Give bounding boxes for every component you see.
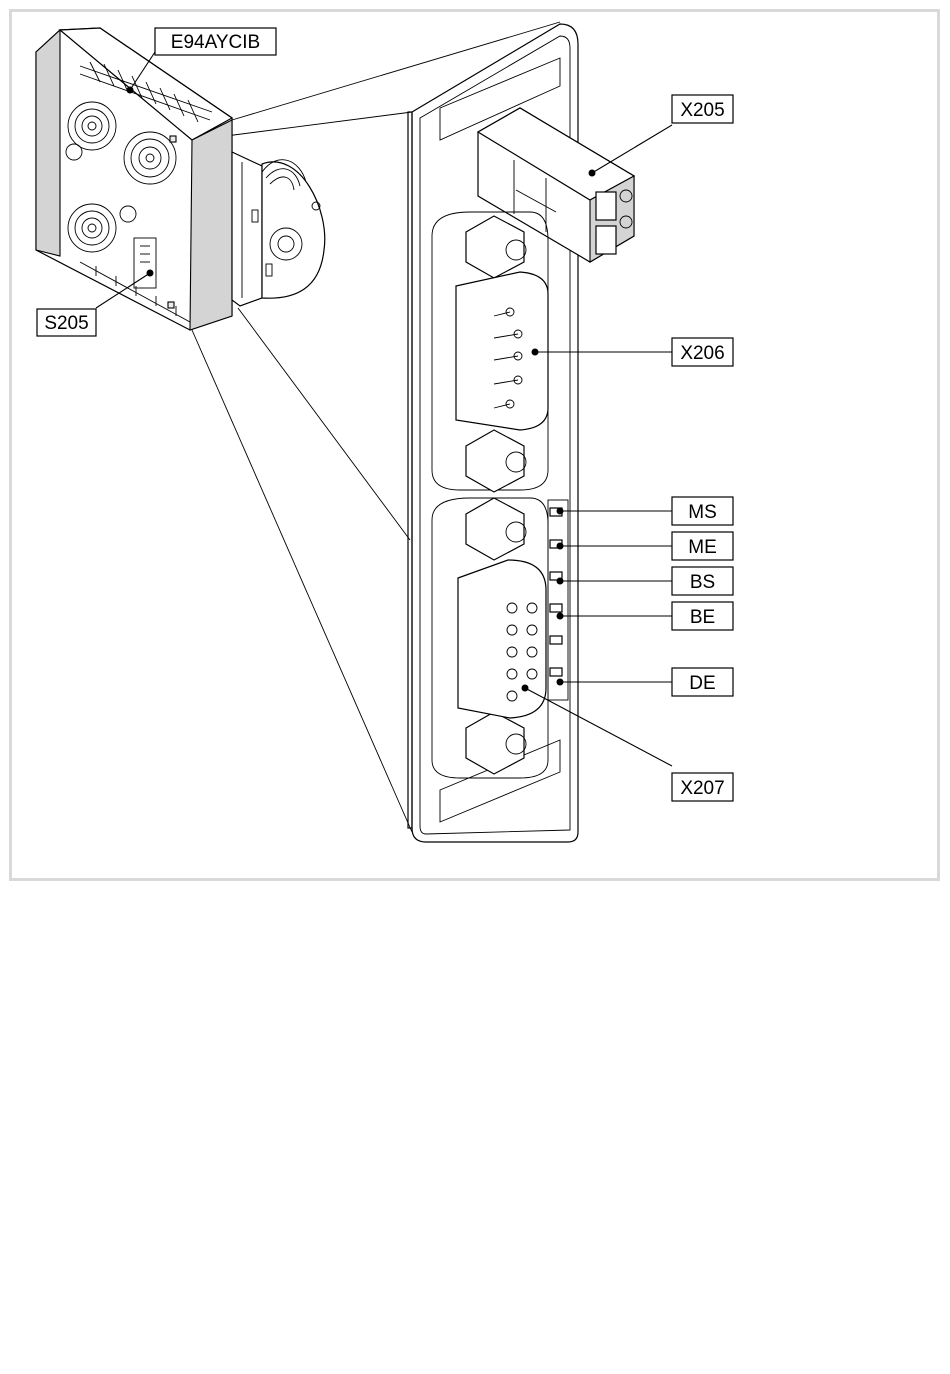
module-diagram: E94AYCIB S205 X205 X206 MS ME BS BE DE X… xyxy=(0,0,950,900)
label-me: ME xyxy=(672,532,733,560)
svg-text:DE: DE xyxy=(689,673,715,694)
svg-text:ME: ME xyxy=(688,537,717,558)
label-module: E94AYCIB xyxy=(155,28,276,55)
svg-text:BS: BS xyxy=(690,572,715,593)
label-be: BE xyxy=(672,602,733,630)
label-bs: BS xyxy=(672,567,733,595)
label-de: DE xyxy=(672,668,733,696)
svg-text:E94AYCIB: E94AYCIB xyxy=(171,32,260,53)
front-panel xyxy=(408,24,634,842)
label-x207: X207 xyxy=(672,773,733,801)
svg-text:X207: X207 xyxy=(680,778,724,799)
svg-text:MS: MS xyxy=(688,502,717,523)
svg-text:S205: S205 xyxy=(44,313,88,334)
label-s205: S205 xyxy=(37,309,96,336)
svg-text:X206: X206 xyxy=(680,343,724,364)
label-x206: X206 xyxy=(672,338,733,366)
label-ms: MS xyxy=(672,497,733,525)
svg-text:X205: X205 xyxy=(680,100,724,121)
svg-text:BE: BE xyxy=(690,607,715,628)
x207-female-dsub xyxy=(458,560,546,718)
label-x205: X205 xyxy=(672,95,733,123)
module-illustration xyxy=(36,28,325,330)
